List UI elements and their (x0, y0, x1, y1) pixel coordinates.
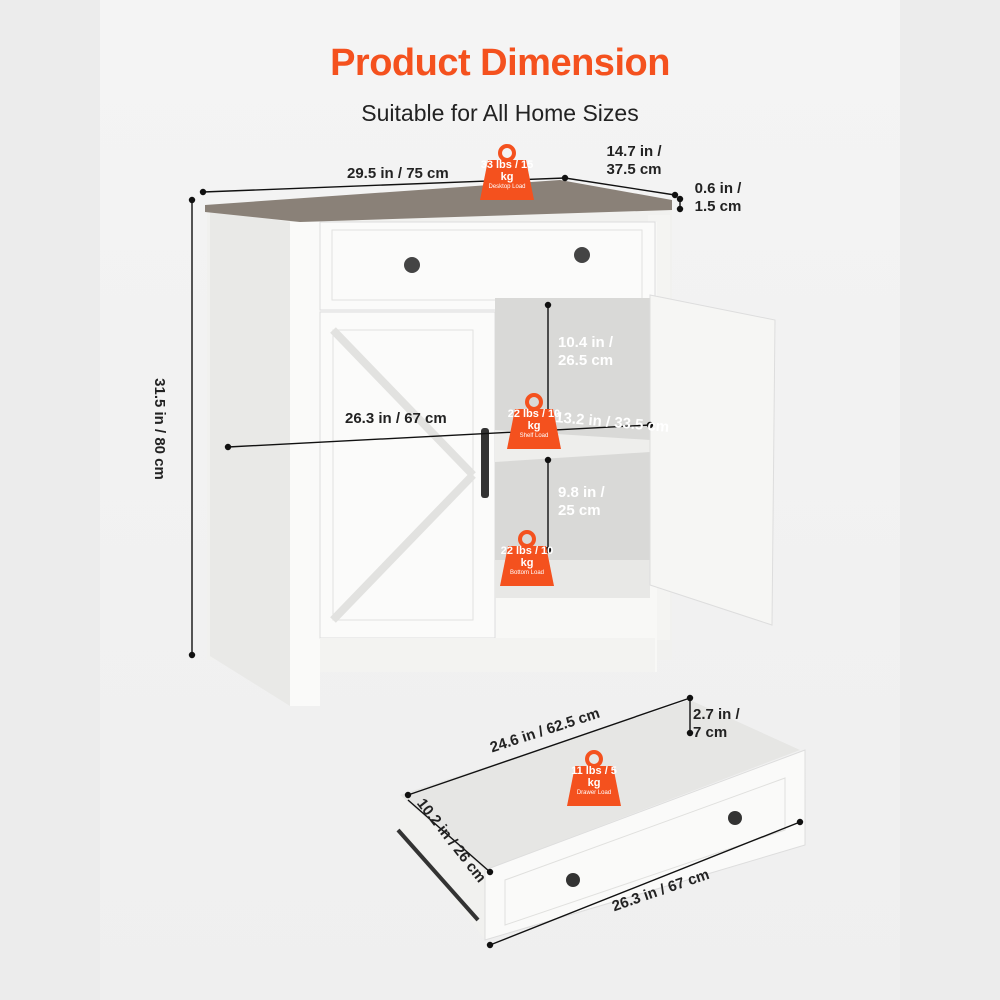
lower-shelf-height-label: 9.8 in / 25 cm (558, 484, 605, 519)
drawer-knob (574, 247, 590, 263)
top-thickness-label: 0.6 in / 1.5 cm (694, 180, 742, 215)
drawer-knob (404, 257, 420, 273)
drawer-load-tag: 11 lbs / 5 kg Drawer Load (565, 750, 623, 806)
page-title: Product Dimension (330, 42, 670, 84)
weight-icon (507, 393, 561, 449)
inner-width-label: 26.3 in / 67 cm (345, 410, 447, 427)
drawer-slide (396, 828, 480, 922)
shelf-load-tag: 22 lbs / 10 kg Shelf Load (505, 393, 563, 449)
drawer-knob (566, 873, 580, 887)
cabinet-left-panel (210, 210, 290, 706)
weight-icon (567, 750, 621, 806)
drawer-front (484, 749, 806, 941)
cabinet-front-leg (290, 222, 320, 706)
page-subtitle: Suitable for All Home Sizes (361, 100, 639, 126)
door-handle (481, 428, 489, 498)
drawer-knob (728, 811, 742, 825)
cabinet-height-label: 31.5 in / 80 cm (150, 378, 168, 480)
desktop-load-tag: 33 lbs / 15 kg Desktop Load (478, 144, 536, 200)
cabinet-width-label: 29.5 in / 75 cm (347, 165, 449, 182)
left-door (319, 311, 496, 639)
cabinet-depth-label: 14.7 in / 37.5 cm (606, 143, 662, 178)
weight-icon (500, 530, 554, 586)
cabinet-top (205, 180, 672, 222)
upper-shelf-height-label: 10.4 in / 26.5 cm (558, 334, 614, 369)
cabinet-drawer (319, 221, 656, 311)
right-door (649, 294, 776, 626)
bottom-load-tag: 22 lbs / 10 kg Bottom Load (498, 530, 556, 586)
weight-icon (480, 144, 534, 200)
drawer-height-label: 2.7 in / 7 cm (693, 706, 740, 741)
